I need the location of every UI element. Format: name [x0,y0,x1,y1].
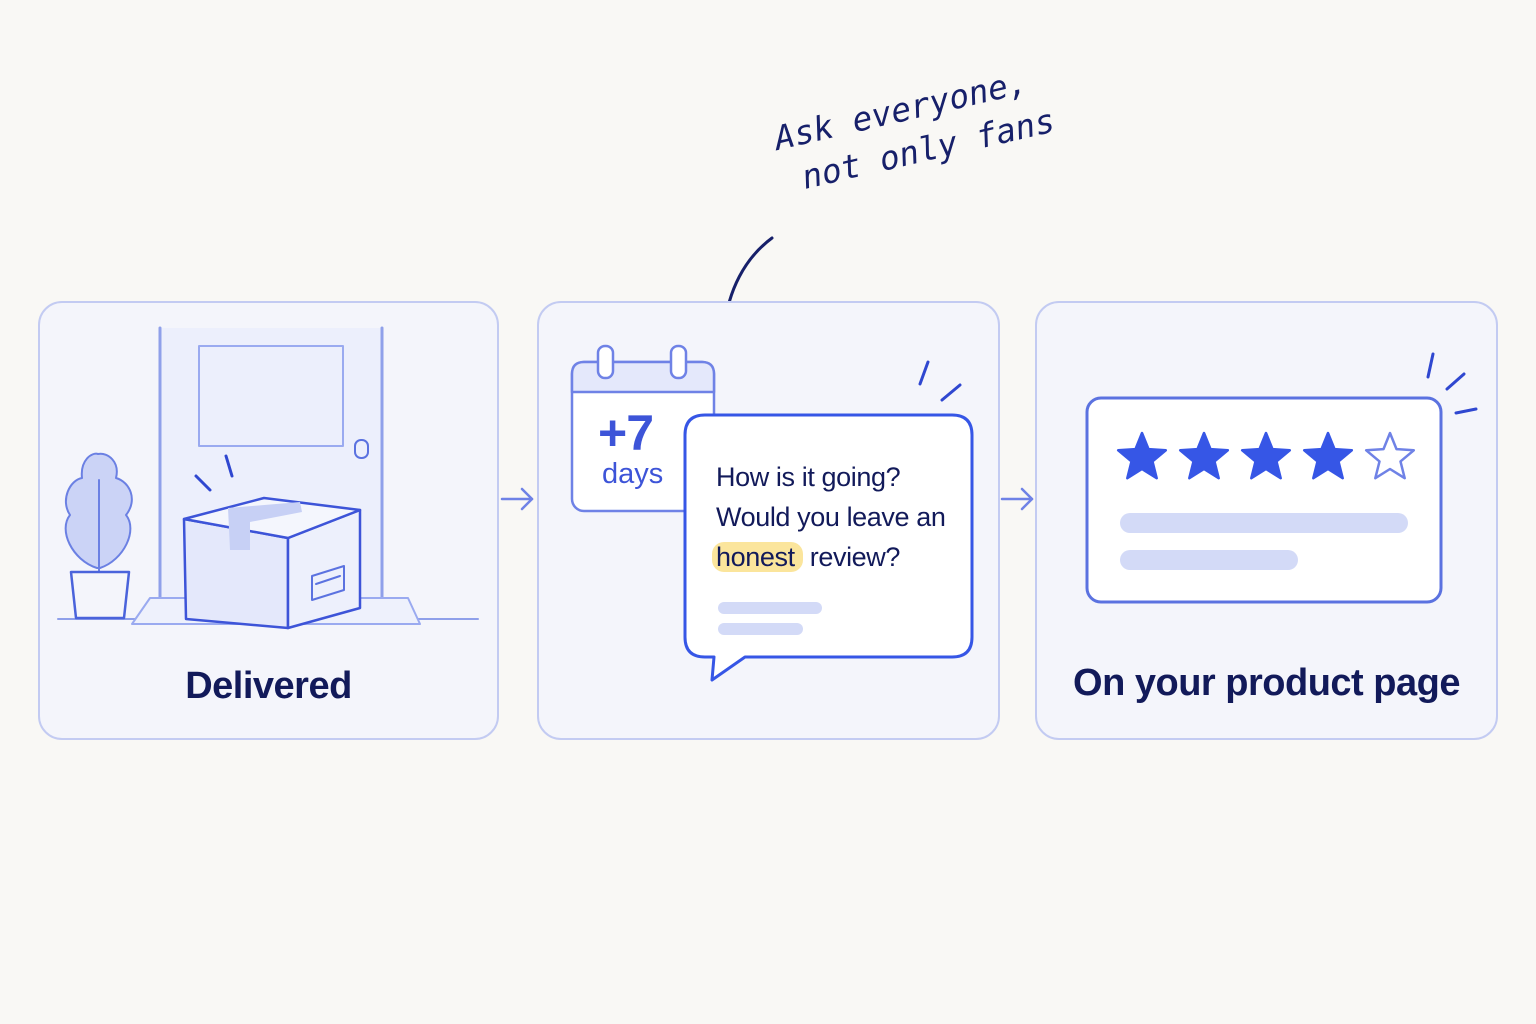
star-filled-icon [1302,431,1354,480]
review-card [1085,396,1443,604]
step-product-page-label: On your product page [1073,662,1460,704]
arrow-right-icon [1000,487,1034,511]
star-filled-icon [1240,431,1292,480]
highlighted-word: honest [712,542,803,572]
message-line-3: honest review? [712,537,945,577]
star-filled-icon [1178,431,1230,480]
review-request-message: How is it going? Would you leave an hone… [712,457,946,577]
calendar-value: +7 [598,405,654,461]
star-empty-icon [1364,431,1416,480]
calendar-unit: days [602,458,664,490]
star-filled-icon [1116,431,1168,480]
message-line-2: Would you leave an [716,502,946,532]
message-line-3-rest: review? [809,542,901,572]
arrow-right-icon [500,487,534,511]
star-rating [1116,431,1416,480]
calendar-icon [570,344,716,513]
message-line-1: How is it going? [716,462,901,492]
step-delivered-label: Delivered [185,665,352,707]
speech-bubble [683,413,974,682]
